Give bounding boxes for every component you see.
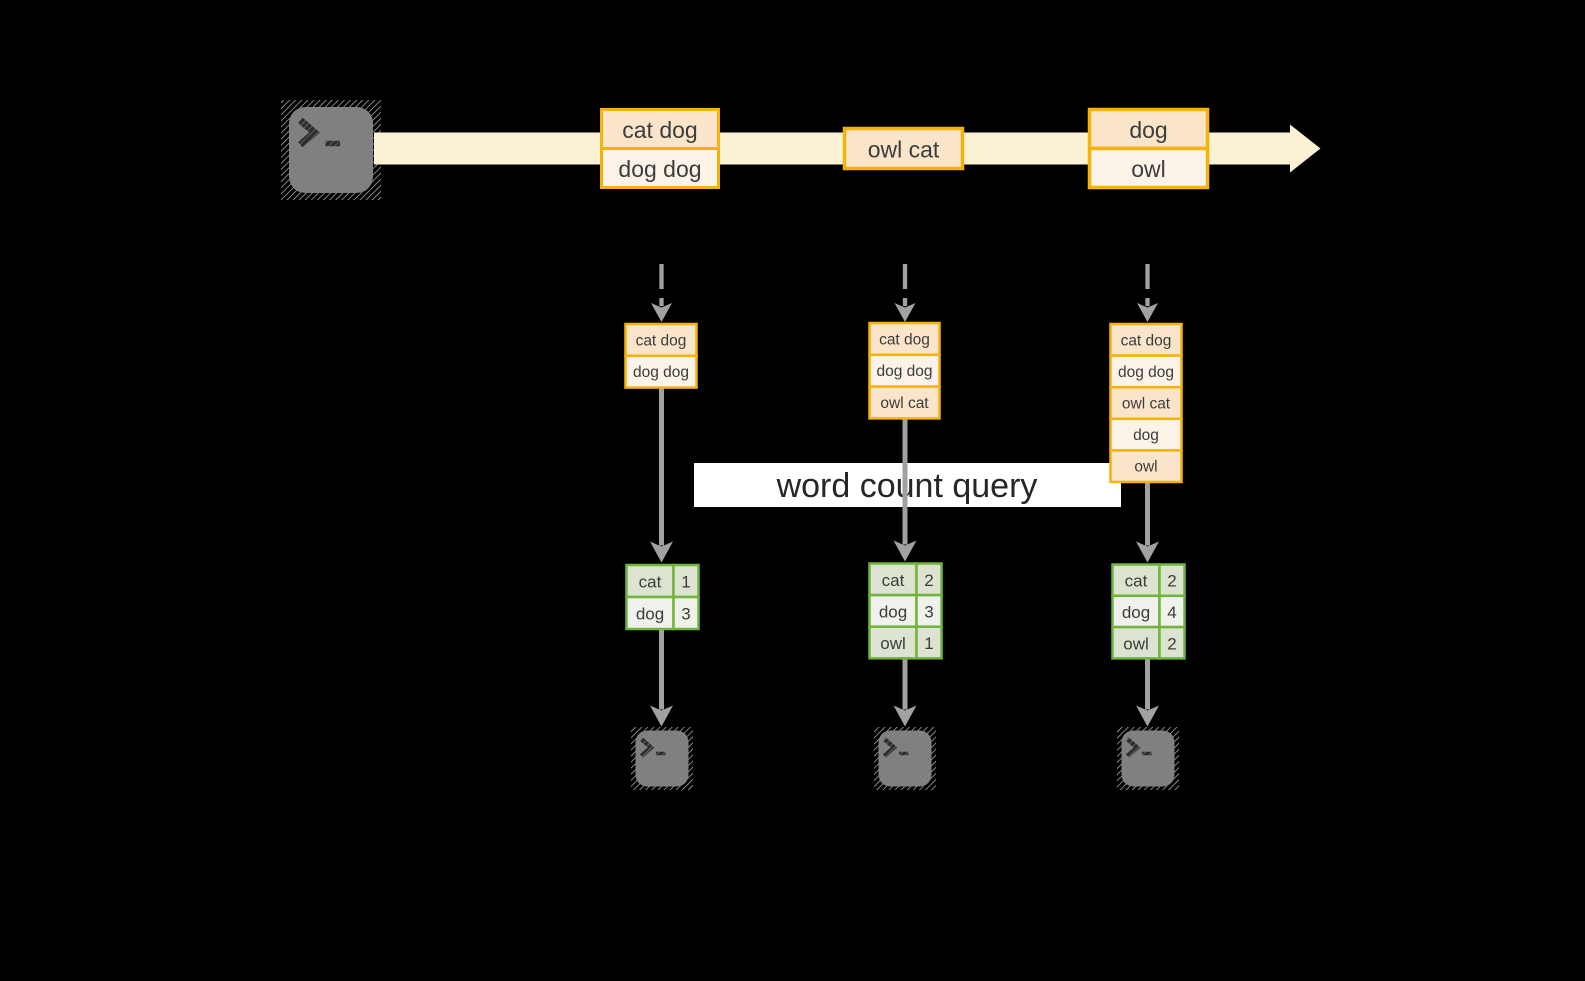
svg-text:owl: owl — [1131, 156, 1166, 182]
svg-text:3: 3 — [924, 602, 933, 621]
svg-text:cat: cat — [1125, 572, 1148, 591]
svg-text:cat dog: cat dog — [1121, 332, 1172, 349]
svg-text:owl: owl — [1134, 459, 1157, 476]
svg-text:cat dog: cat dog — [879, 331, 930, 348]
svg-text:dog: dog — [1129, 117, 1167, 143]
svg-text:owl: owl — [1123, 634, 1149, 653]
svg-text:cat: cat — [639, 573, 662, 592]
svg-text:cat dog: cat dog — [622, 117, 697, 143]
svg-text:3: 3 — [681, 605, 690, 624]
svg-text:cat dog: cat dog — [636, 332, 687, 349]
svg-text:dog dog: dog dog — [876, 363, 932, 380]
svg-text:owl cat: owl cat — [880, 395, 929, 412]
svg-text:2: 2 — [924, 571, 933, 590]
svg-text:dog: dog — [1122, 603, 1150, 622]
svg-text:1: 1 — [924, 634, 933, 653]
svg-text:owl: owl — [880, 634, 906, 653]
svg-text:dog dog: dog dog — [618, 156, 701, 182]
svg-text:dog dog: dog dog — [633, 364, 689, 381]
svg-text:cat: cat — [882, 571, 905, 590]
svg-text:owl cat: owl cat — [868, 137, 940, 163]
svg-text:dog: dog — [1133, 427, 1159, 444]
svg-text:1: 1 — [681, 573, 690, 592]
svg-text:dog: dog — [636, 605, 664, 624]
svg-text:4: 4 — [1167, 603, 1176, 622]
svg-text:dog dog: dog dog — [1118, 364, 1174, 381]
svg-text:dog: dog — [879, 602, 907, 621]
svg-text:owl cat: owl cat — [1122, 396, 1171, 413]
svg-text:2: 2 — [1167, 634, 1176, 653]
svg-text:2: 2 — [1167, 572, 1176, 591]
